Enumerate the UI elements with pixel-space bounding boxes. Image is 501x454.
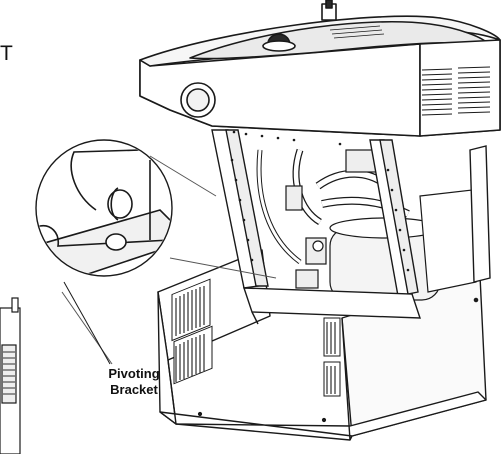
callout-line-2: Bracket	[110, 382, 158, 397]
rear-support-post	[469, 145, 491, 283]
pivoting-column-frame	[211, 129, 421, 325]
frame-holes	[230, 130, 410, 272]
pivoting-bracket-label: Pivoting Bracket	[86, 366, 182, 398]
louvre-slots	[175, 286, 336, 394]
adjacent-unit-fragment	[0, 297, 21, 454]
callout-line-1: Pivoting	[108, 366, 160, 381]
pivoting-bracket-detail-view	[35, 139, 173, 277]
internal-components	[256, 148, 477, 301]
basin-top	[139, 0, 501, 137]
page-fragment-letter: T	[0, 42, 13, 65]
callout-leader-line	[63, 281, 111, 365]
